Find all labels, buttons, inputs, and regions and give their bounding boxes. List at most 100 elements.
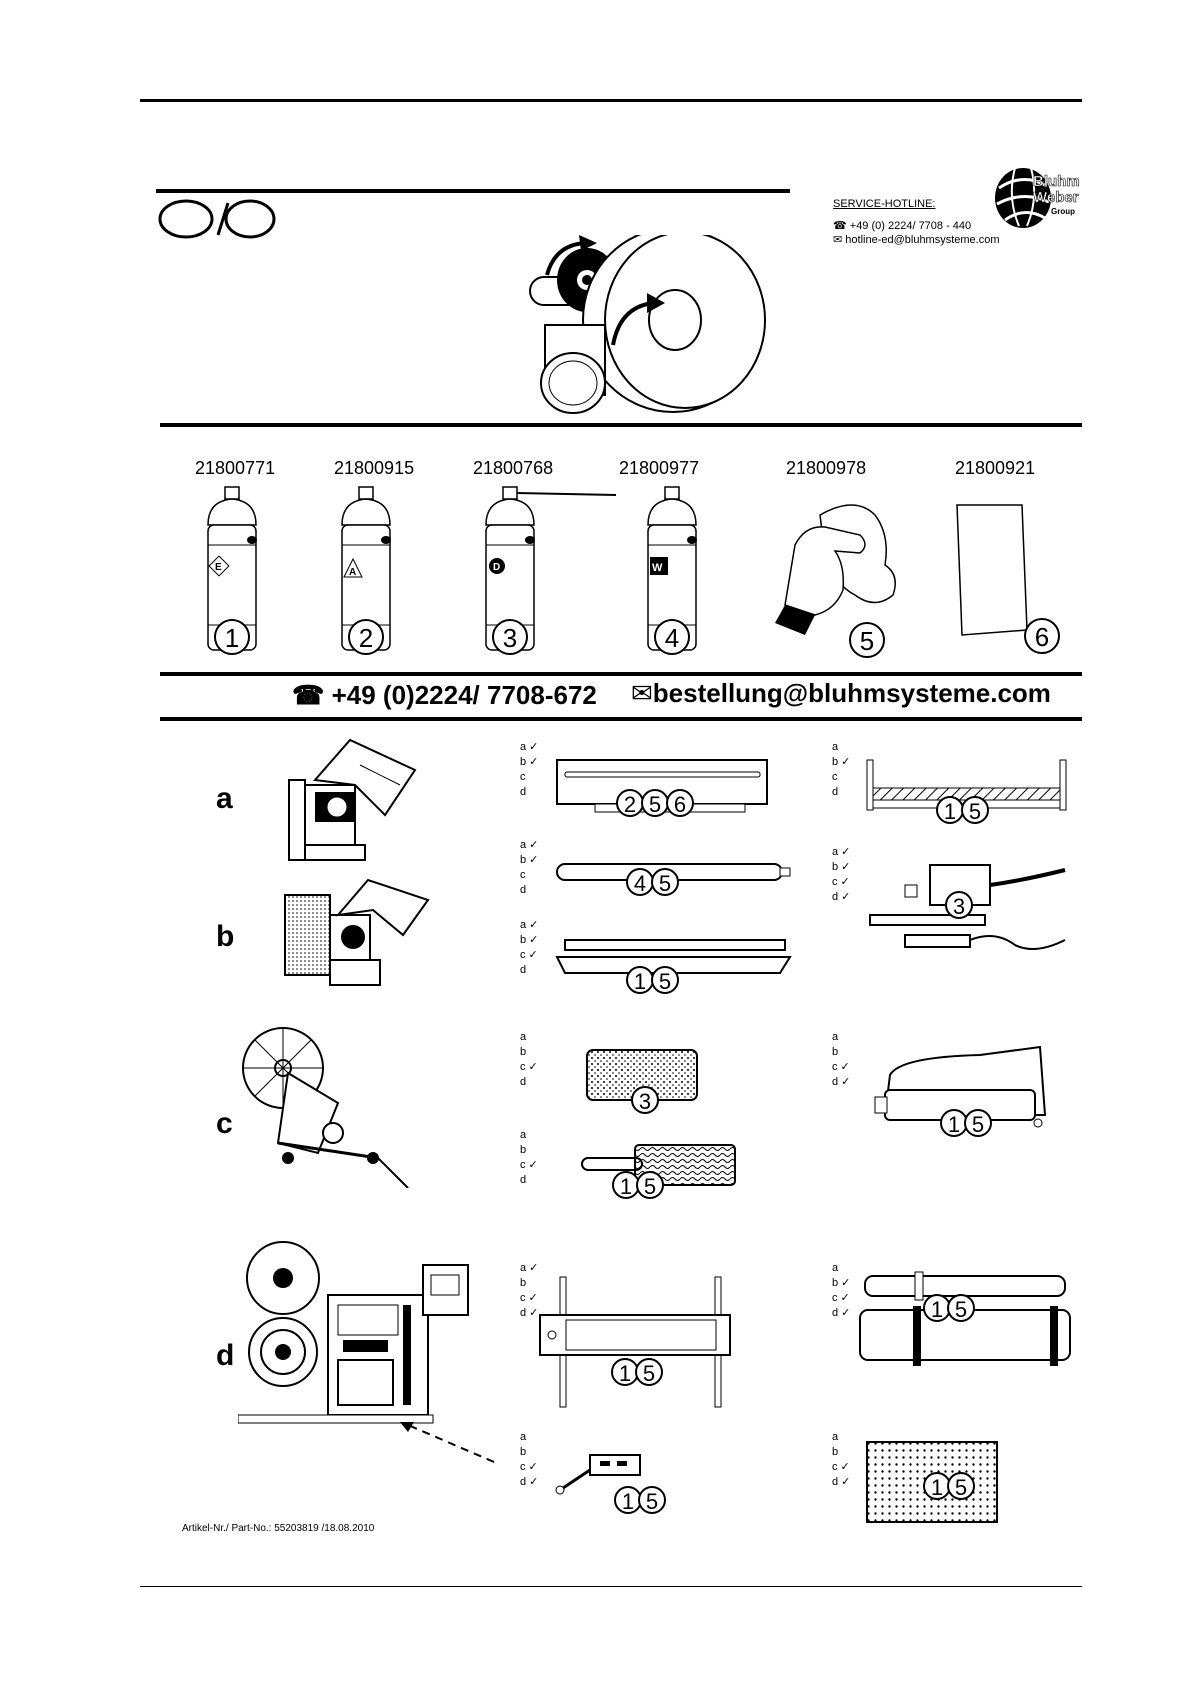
checklist-c12: a b c ✓ d ✓ [832, 1431, 851, 1488]
machine-b-illustration [284, 878, 430, 986]
svg-text:5: 5 [649, 792, 661, 817]
checklist-c7: a b c ✓ d [520, 1129, 538, 1186]
svg-text:3: 3 [953, 894, 965, 919]
svg-text:1: 1 [622, 1489, 634, 1514]
header-rule [156, 189, 790, 193]
section-rule-3 [160, 717, 1082, 721]
part-number-footer: Artikel-Nr./ Part-No.: 55203819 /18.08.2… [182, 1523, 375, 1534]
svg-text:5: 5 [644, 1174, 656, 1199]
order-phone: ☎ +49 (0)2224/ 7708-672 [292, 680, 597, 711]
svg-text:1: 1 [944, 799, 956, 824]
order-phone-text: +49 (0)2224/ 7708-672 [331, 680, 597, 710]
part-number-2: 21800915 [334, 458, 415, 478]
hotline-email[interactable]: ✉ hotline-ed@bluhmsysteme.com [833, 233, 1000, 246]
guide-rollers-part: 1 5 [859, 1271, 1071, 1366]
logo-line2: Weber [1033, 189, 1079, 206]
svg-text:5: 5 [969, 799, 981, 824]
sheet-num: 6 [1035, 622, 1049, 652]
bottom-rule [140, 1586, 1082, 1587]
bluhm-weber-logo: Bluhm Weber Group [995, 167, 1080, 228]
svg-text:1: 1 [619, 1361, 631, 1386]
vacuum-plate-part: 1 5 [866, 1441, 998, 1523]
pressure-roller-part: 1 5 [581, 1144, 736, 1199]
ribbon-roll-illustration [529, 235, 766, 414]
svg-text:6: 6 [674, 792, 686, 817]
part-number-4: 21800977 [619, 458, 700, 478]
svg-text:3: 3 [639, 1089, 651, 1114]
unwinder-shaft-part: 1 5 [539, 1276, 731, 1408]
language-ovals-icon [158, 199, 276, 239]
deflection-roller-part: 1 5 [874, 1045, 1047, 1137]
sensor-part: 3 [869, 864, 1066, 950]
order-email-text: bestellung@bluhmsysteme.com [652, 678, 1051, 708]
section-rule-1 [160, 423, 1082, 427]
hotline-label: SERVICE-HOTLINE: [833, 198, 936, 210]
checklist-c2: a ✓ b ✓ c d [520, 839, 539, 896]
top-rule [140, 99, 1082, 102]
machine-label-b: b [216, 920, 235, 953]
checklist-c8: a b c ✓ d ✓ [832, 1031, 851, 1088]
svg-text:5: 5 [972, 1112, 984, 1137]
hotline-phone: ☎ +49 (0) 2224/ 7708 - 440 [833, 219, 971, 232]
checklist-c6: a b c ✓ d [520, 1031, 538, 1088]
part-number-1: 21800771 [195, 458, 276, 478]
svg-text:1: 1 [620, 1174, 632, 1199]
svg-text:5: 5 [643, 1361, 655, 1386]
part-number-3: 21800768 [473, 458, 554, 478]
tray-part: 1 5 [866, 759, 1067, 824]
svg-text:5: 5 [955, 1297, 967, 1322]
part-number-5: 21800978 [786, 458, 867, 478]
order-mail-icon: ✉ [631, 678, 653, 708]
svg-text:5: 5 [659, 969, 671, 994]
spray-can-1-icon: E 1 [207, 486, 257, 655]
cleaning-sheet-icon: 6 [956, 504, 1060, 654]
spray-can-2-num: 2 [359, 623, 373, 653]
checklist-c5: a ✓ b ✓ c ✓ d ✓ [832, 846, 851, 903]
spray-can-1-mark: E [215, 562, 222, 573]
machine-d-illustration [238, 1241, 469, 1424]
peel-plate-part: 1 5 [555, 939, 792, 994]
hotline-email-text: hotline-ed@bluhmsysteme.com [845, 234, 1000, 246]
svg-text:4: 4 [634, 871, 646, 896]
order-phone-icon: ☎ [292, 680, 332, 710]
svg-text:1: 1 [931, 1475, 943, 1500]
spray-can-2-mark: A [349, 567, 356, 578]
brush-part: 3 [586, 1049, 698, 1114]
svg-text:5: 5 [646, 1489, 658, 1514]
machine-a-illustration [288, 738, 417, 861]
svg-text:5: 5 [659, 871, 671, 896]
spray-can-4-mark: W [652, 562, 663, 574]
machine-label-a: a [216, 782, 233, 815]
phone-icon: ☎ [833, 220, 850, 232]
checklist-c11: a b c ✓ d ✓ [520, 1431, 539, 1488]
spray-can-4-icon: W 4 [647, 486, 697, 655]
spray-can-1-num: 1 [225, 623, 239, 653]
machine-c-illustration [242, 1027, 409, 1188]
checklist-c4: a b ✓ c d [832, 741, 851, 798]
spray-can-3-icon: D 3 [485, 486, 617, 655]
spray-can-3-num: 3 [503, 623, 517, 653]
print-roller-part: 4 5 [556, 863, 791, 896]
machine-d-pointer-arrow [400, 1422, 495, 1463]
machine-label-d: d [216, 1339, 235, 1372]
svg-text:1: 1 [634, 969, 646, 994]
machine-label-c: c [216, 1107, 233, 1140]
checklist-c10: a b ✓ c ✓ d ✓ [832, 1262, 851, 1319]
logo-line3: Group [1051, 207, 1075, 216]
section-rule-2 [160, 672, 1082, 676]
print-head-part: 2 5 6 [556, 759, 768, 817]
svg-text:5: 5 [955, 1475, 967, 1500]
hotline-phone-text: +49 (0) 2224/ 7708 - 440 [849, 220, 972, 232]
mail-icon: ✉ [833, 234, 846, 246]
svg-text:2: 2 [624, 792, 636, 817]
cleaning-cloth-icon: 5 [775, 504, 896, 658]
sensor-bracket-part: 1 5 [555, 1454, 666, 1514]
checklist-c1: a ✓ b ✓ c d [520, 741, 539, 798]
spray-can-3-mark: D [493, 562, 500, 573]
spray-can-2-icon: A 2 [341, 486, 391, 655]
cloth-num: 5 [860, 626, 874, 656]
spray-can-4-num: 4 [665, 623, 679, 653]
logo-line1: Bluhm [1033, 173, 1080, 190]
order-email[interactable]: ✉bestellung@bluhmsysteme.com [631, 678, 1051, 709]
checklist-c9: a ✓ b c ✓ d ✓ [520, 1262, 539, 1319]
